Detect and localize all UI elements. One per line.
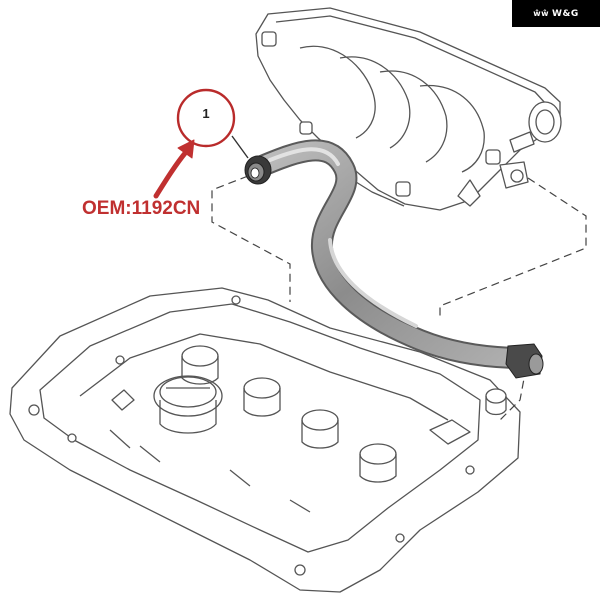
brand-wings-icon: ŵŵ <box>533 9 550 18</box>
breather-hose <box>244 139 544 379</box>
plug-well-2 <box>243 377 281 417</box>
brand-logo: ŵŵ W&G <box>512 0 600 27</box>
pointer-arrow-icon <box>153 139 195 199</box>
plug-well-4 <box>359 443 397 483</box>
valve-cover <box>9 287 521 593</box>
callout-circle <box>176 88 249 159</box>
hose-connector-bottom <box>505 343 544 379</box>
callout-number: 1 <box>202 106 210 121</box>
hose-connector-top <box>244 155 272 185</box>
leader-lines <box>211 175 587 421</box>
plug-well-1 <box>181 345 219 385</box>
intake-manifold <box>255 7 562 211</box>
brand-name: W&G <box>552 8 579 19</box>
oem-part-number: OEM:1192CN <box>82 198 201 219</box>
plug-well-3 <box>301 409 339 449</box>
